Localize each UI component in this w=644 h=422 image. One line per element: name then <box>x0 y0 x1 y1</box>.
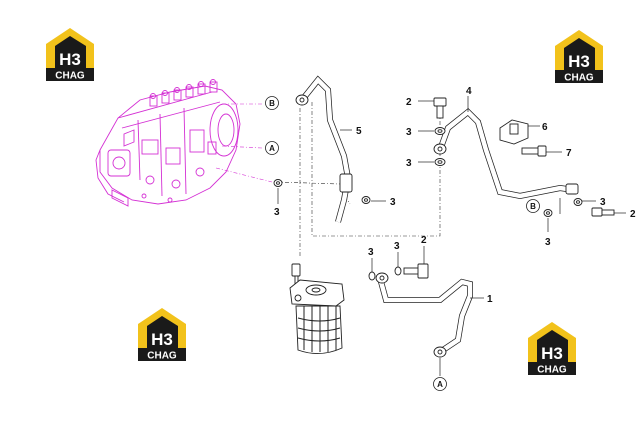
logo-mark: H3 <box>59 50 81 69</box>
callout-a: A <box>265 141 279 155</box>
svg-text:B: B <box>269 99 275 108</box>
part-label-6: 6 <box>542 122 548 133</box>
logo-top-left: H3 CHAG <box>46 28 94 82</box>
logo-bottom-right: H3 CHAG <box>528 322 576 376</box>
fuel-pipe-5 <box>295 75 353 223</box>
pipe-clamp <box>499 119 540 145</box>
clamp-bolt <box>521 145 562 157</box>
washer <box>368 271 376 281</box>
logo-mark: H3 <box>541 344 563 363</box>
part-label-3: 3 <box>394 241 400 252</box>
logo-mark: H3 <box>151 330 173 349</box>
part-label-3: 3 <box>274 207 280 218</box>
part-label-3: 3 <box>368 247 374 258</box>
part-label-1: 1 <box>487 294 493 305</box>
banjo-bolt <box>418 97 447 119</box>
svg-text:B: B <box>530 202 536 211</box>
banjo-bolt <box>591 207 626 217</box>
logo-mark: H3 <box>568 52 590 71</box>
part-label-4: 4 <box>466 86 472 97</box>
logo-caption: CHAG <box>564 73 594 84</box>
banjo-bolt <box>403 246 429 279</box>
fuel-pipe-4 <box>433 96 579 200</box>
part-label-3: 3 <box>406 127 412 138</box>
svg-text:A: A <box>437 380 443 389</box>
svg-text:A: A <box>269 144 275 153</box>
logo-caption: CHAG <box>537 365 567 376</box>
fuel-filter <box>289 263 345 354</box>
logo-bottom-left: H3 CHAG <box>138 308 186 362</box>
fuel-pipe-1 <box>375 272 484 376</box>
part-label-2: 2 <box>406 97 412 108</box>
pipe-nut <box>565 183 579 195</box>
pump-plungers <box>149 79 218 107</box>
part-label-5: 5 <box>356 126 362 137</box>
part-label-7: 7 <box>566 148 572 159</box>
callout-b: B <box>526 199 540 213</box>
part-label-3: 3 <box>390 197 396 208</box>
part-label-3: 3 <box>406 158 412 169</box>
part-label-2: 2 <box>630 209 636 220</box>
part-label-3: 3 <box>545 237 551 248</box>
callout-b: B <box>265 96 279 110</box>
logo-top-right: H3 CHAG <box>555 30 603 84</box>
part-label-3: 3 <box>600 197 606 208</box>
pipe-nut <box>339 173 353 193</box>
logo-caption: CHAG <box>147 351 177 362</box>
injection-pump <box>95 79 241 207</box>
logo-caption: CHAG <box>55 71 85 82</box>
callout-a: A <box>433 377 447 391</box>
part-label-2: 2 <box>421 235 427 246</box>
washer <box>394 266 402 276</box>
